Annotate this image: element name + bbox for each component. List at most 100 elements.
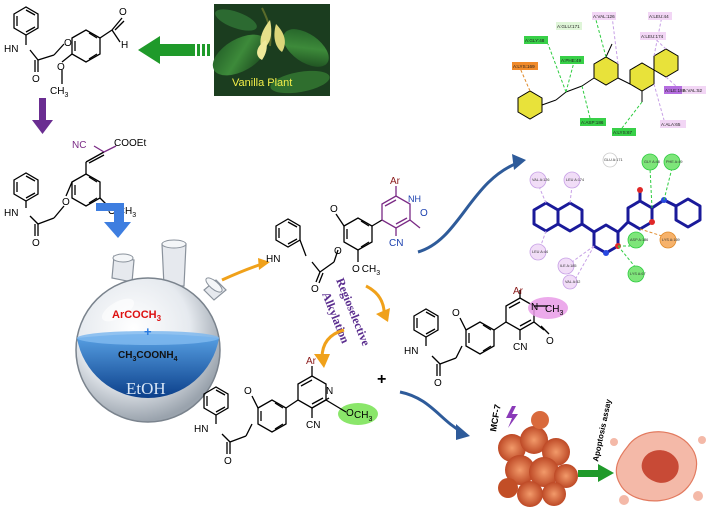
residue-label: VAL A:52	[565, 280, 580, 284]
residue-label: A:GLY:48	[525, 38, 545, 43]
starting-material-structure	[13, 6, 125, 84]
apoptosis-assay-label: Apoptosis assay	[591, 398, 613, 463]
pyridone-amide-o: O	[311, 284, 319, 295]
orange-arrowhead-2	[376, 308, 390, 322]
docking-2d-labels: A:VAL:126 A:LEU:44 A:GLU:171 A:LEU:174 A…	[513, 14, 703, 135]
residue-label: ASP A:186	[630, 238, 648, 242]
blue-arrowhead-docking	[512, 154, 526, 170]
o-methyl-structure	[203, 366, 330, 454]
start-amide-o: O	[32, 74, 40, 85]
n-methyl-structure	[413, 290, 550, 376]
o-methyl-highlight	[338, 403, 378, 425]
residue-label: A:VAL:126	[593, 14, 615, 19]
lightning-icon	[506, 406, 518, 428]
residue-label: A:VAL:52	[683, 88, 703, 93]
pyridone-ring	[381, 186, 421, 236]
o-methyl-ome: O	[244, 386, 252, 397]
residue-label: LYS A:67	[630, 272, 646, 276]
blue-l-arrow	[96, 203, 131, 238]
cell-line-label: MCF-7	[488, 404, 503, 433]
n-methyl-n: N	[531, 302, 538, 313]
photo-caption: Vanilla Plant	[232, 77, 292, 89]
residue-label: PHE A:49	[666, 160, 682, 164]
pyridone-amide-nh: HN	[266, 254, 280, 265]
o-methyl-o: O	[346, 408, 354, 419]
residue-label: A:GLU:171	[557, 24, 580, 29]
pyridone-cn: CN	[389, 238, 403, 249]
knoev-amide-o: O	[32, 238, 40, 249]
n-methyl-o: O	[546, 336, 554, 347]
orange-arrowhead-3	[314, 354, 330, 368]
residue-label: A:LYS:169	[513, 64, 535, 69]
n-methyl-amide-o: O	[434, 378, 442, 389]
pyridone-o: O	[420, 208, 428, 219]
residue-label: ILE A:185	[560, 264, 576, 268]
residue-label: LEU A:44	[532, 250, 548, 254]
residue-label: A:ILE:185	[665, 88, 686, 93]
blue-arrowhead-cells	[456, 424, 470, 440]
residue-label: VAL A:126	[532, 178, 550, 182]
residue-label: A:PHE:49	[561, 58, 582, 63]
start-ether-o: O	[64, 38, 72, 49]
residue-label: A:LYS:67	[613, 130, 633, 135]
orange-arrow-to-pyridone	[221, 262, 263, 282]
knoev-cooet: COOEt	[114, 138, 146, 149]
residue-label: A:ALA:65	[661, 122, 681, 127]
purple-down-arrow	[32, 98, 53, 134]
knoevenagel-structure	[13, 151, 109, 236]
apoptotic-cell	[610, 431, 706, 505]
docking-2d-interactions	[519, 15, 677, 129]
orange-arrowhead-1	[258, 258, 270, 270]
pyridone-ether-o: O	[334, 246, 342, 257]
flask-reagent-ammonium-acetate: CH3COONH4	[118, 350, 178, 363]
knoev-ether-o: O	[62, 197, 70, 208]
n-methyl-amide-nh: HN	[404, 346, 418, 357]
green-arrow	[138, 36, 210, 64]
pyridone-ome-top: O	[330, 204, 338, 215]
residue-label: A:LEU:174	[641, 34, 664, 39]
n-methyl-highlight	[528, 297, 568, 319]
flask-reagent-acetophenone: ArCOCH3	[112, 309, 162, 323]
o-methyl-n: N	[326, 386, 333, 397]
start-cho-o: O	[119, 7, 127, 18]
residue-label: GLY A:48	[644, 160, 660, 164]
o-methyl-cn: CN	[306, 420, 320, 431]
n-methyl-ome: O	[452, 308, 460, 319]
docking-3d-labels: VAL A:126 LEU A:174 GLU A:171 GLY A:48 P…	[532, 158, 682, 284]
start-ome-o: O	[57, 62, 65, 73]
o-methyl-bond	[325, 399, 347, 413]
products-plus: +	[377, 371, 386, 388]
pyridone-structure	[275, 213, 383, 284]
pyridone-nh: NH	[408, 194, 421, 204]
flask-plus: +	[144, 324, 152, 339]
o-methyl-amide-o: O	[224, 456, 232, 467]
o-methyl-ch3: CH3	[354, 410, 372, 423]
vanilla-plant-photo	[212, 4, 330, 96]
o-methyl-amide-nh: HN	[194, 424, 208, 435]
pyridone-ar: Ar	[390, 176, 401, 187]
knoev-nc: NC	[72, 140, 86, 151]
residue-label: GLU A:171	[604, 158, 623, 162]
n-methyl-ch3: CH3	[545, 304, 563, 317]
round-bottom-flask	[75, 239, 227, 423]
residue-label: A:ASP:186	[581, 120, 604, 125]
knoevenagel-acrylate	[93, 145, 117, 153]
residue-label: LEU A:174	[566, 178, 584, 182]
docking-2d-residue-boxes	[512, 12, 706, 136]
start-nh-label: HN	[4, 44, 18, 55]
residue-label: LYS A:169	[662, 238, 680, 242]
knoev-nh: HN	[4, 208, 18, 219]
flask-solvent: EtOH	[126, 379, 166, 398]
mcf7-cell-cluster	[498, 411, 578, 507]
apoptosis-arrow	[578, 464, 614, 482]
docking-3d-residue-discs	[529, 152, 681, 290]
o-methyl-ar: Ar	[306, 356, 317, 367]
blue-curved-arrow-docking	[417, 160, 521, 254]
start-ch3: CH3	[50, 86, 68, 99]
start-cho-h: H	[121, 40, 128, 51]
n-methyl-ar: Ar	[513, 286, 524, 297]
n-methyl-cn: CN	[513, 342, 527, 353]
